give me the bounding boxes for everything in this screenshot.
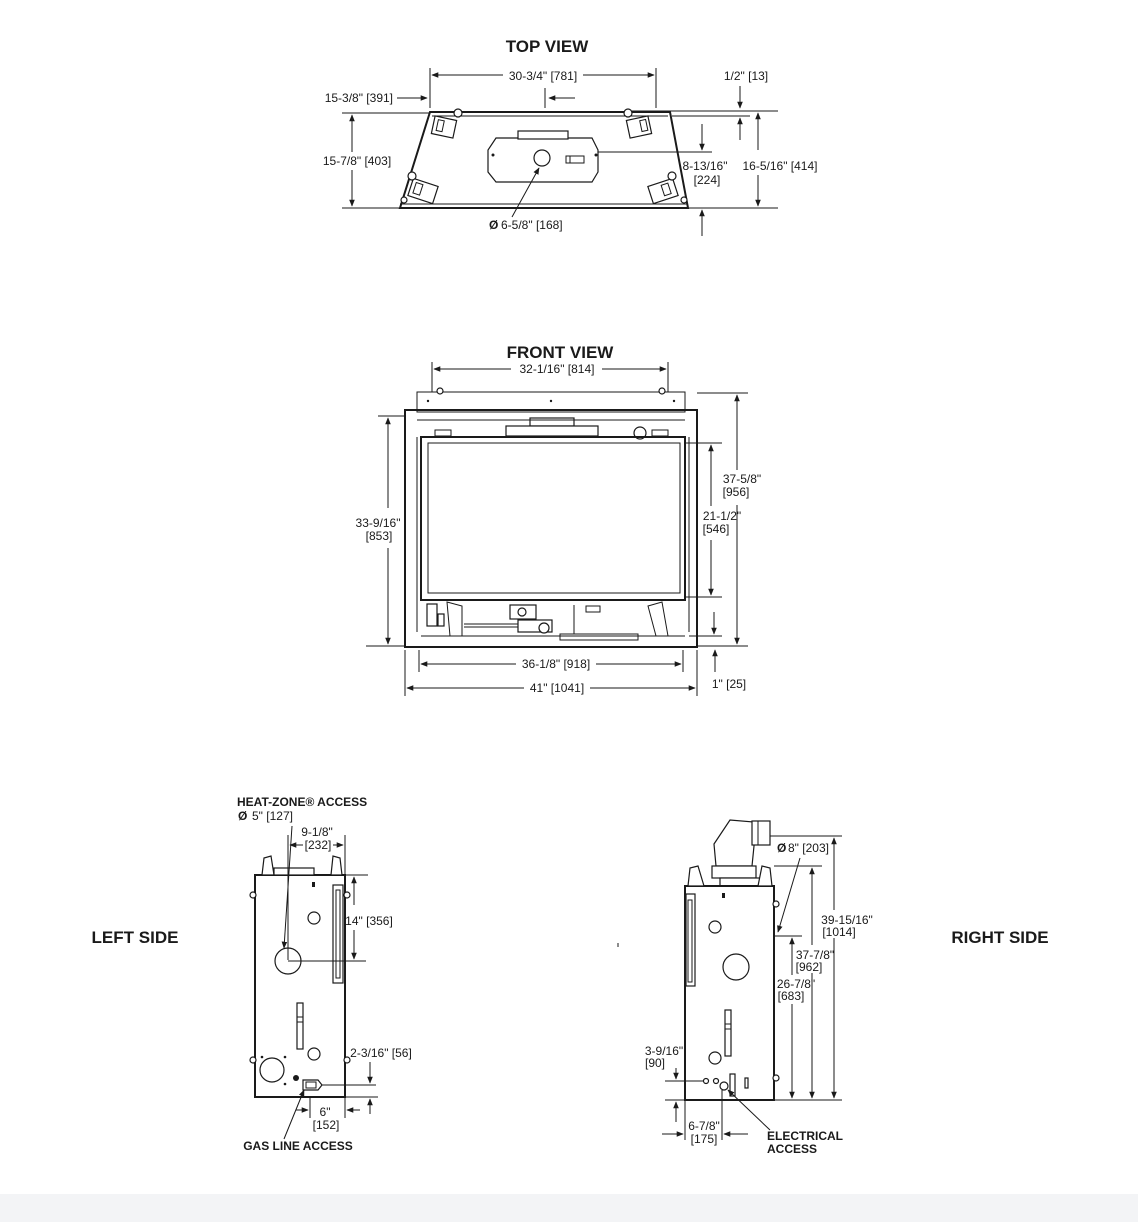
gas-line-access-label: GAS LINE ACCESS: [243, 1139, 353, 1153]
heat-zone-dia-dim: 5" [127]: [252, 809, 293, 823]
front-view-valve-area: [421, 599, 685, 641]
left-gas-height-dim: 2-3/16" [56]: [350, 1046, 412, 1060]
right-elec-offset-mm: [175]: [691, 1132, 718, 1146]
electrical-access-opening: [719, 1081, 729, 1091]
right-elec-offset-dim: 6-7/8": [688, 1119, 720, 1133]
top-view-flue-collar: [487, 130, 599, 183]
right-top-height-dim: 37-7/8": [796, 948, 834, 962]
top-flue-center-dim: 8-13/16": [683, 159, 728, 173]
left-gas-offset-dim: 6": [320, 1105, 331, 1119]
left-side-view: LEFT SIDE HEAT-ZONE® ACCESS Ø 5" [127]: [92, 795, 412, 1153]
right-side-body: [684, 885, 775, 1101]
right-elec-height-mm: [90]: [645, 1056, 665, 1070]
electrical-access-label-1: ELECTRICAL: [767, 1129, 843, 1143]
electrical-access-label-2: ACCESS: [767, 1142, 817, 1156]
top-flue-center-mm: [224]: [694, 173, 721, 187]
right-mid-height-dim: 26-7/8": [777, 977, 815, 991]
top-width-dim: 30-3/4" [781]: [509, 69, 577, 83]
top-half-inch-dim: 1/2" [13]: [724, 69, 768, 83]
front-glass-height-dim: 21-1/2": [703, 509, 741, 523]
front-left-height-dim: 33-9/16": [356, 516, 401, 530]
front-glass-height-mm: [546]: [703, 522, 730, 536]
front-inner-width-dim: 36-1/8" [918]: [522, 657, 590, 671]
top-flue-dia-dim: 6-5/8" [168]: [501, 218, 563, 232]
right-side-view: RIGHT SIDE Ø 8" [203]: [645, 819, 1049, 1156]
heat-zone-dia-symbol: Ø: [238, 809, 247, 823]
heat-zone-label: HEAT-ZONE® ACCESS: [237, 795, 367, 809]
left-gas-offset-mm: [152]: [313, 1118, 340, 1132]
front-view-outer-frame: [404, 409, 698, 648]
right-side-vent-elbow: [711, 819, 771, 887]
top-view: TOP VIEW: [323, 37, 818, 236]
right-vent-dia-symbol: Ø: [777, 841, 786, 855]
front-left-height-mm: [853]: [366, 529, 393, 543]
left-side-title: LEFT SIDE: [92, 928, 179, 947]
right-vent-dia-dim: 8" [203]: [788, 841, 829, 855]
left-top-offset-mm: [232]: [305, 838, 332, 852]
right-elec-height-dim: 3-9/16": [645, 1044, 683, 1058]
front-overall-height-dim: 37-5/8": [723, 472, 761, 486]
top-total-depth-dim: 16-5/16" [414]: [743, 159, 818, 173]
top-view-title: TOP VIEW: [506, 37, 589, 56]
front-overall-height-mm: [956]: [723, 485, 750, 499]
footer-band: [0, 1194, 1138, 1222]
right-top-height-mm: [962]: [796, 960, 823, 974]
top-view-corner-brackets: [400, 108, 688, 205]
top-flue-dia-symbol: Ø: [489, 218, 498, 232]
right-mid-height-mm: [683]: [778, 989, 805, 1003]
right-side-title: RIGHT SIDE: [951, 928, 1048, 947]
left-heat-zone-height-dim: 14" [356]: [345, 914, 393, 928]
front-top-width-dim: 32-1/16" [814]: [520, 362, 595, 376]
front-view-title: FRONT VIEW: [507, 343, 615, 362]
left-top-offset-dim: 9-1/8": [301, 825, 333, 839]
front-view: FRONT VIEW: [356, 343, 761, 696]
right-total-height-mm: [1014]: [822, 925, 855, 939]
front-view-glass: [420, 436, 686, 601]
front-overall-width-dim: 41" [1041]: [530, 681, 584, 695]
top-left-offset-dim: 15-3/8" [391]: [325, 91, 393, 105]
right-total-height-dim: 39-15/16": [821, 913, 873, 927]
top-depth-dim: 15-7/8" [403]: [323, 154, 391, 168]
front-base-dim: 1" [25]: [712, 677, 746, 691]
